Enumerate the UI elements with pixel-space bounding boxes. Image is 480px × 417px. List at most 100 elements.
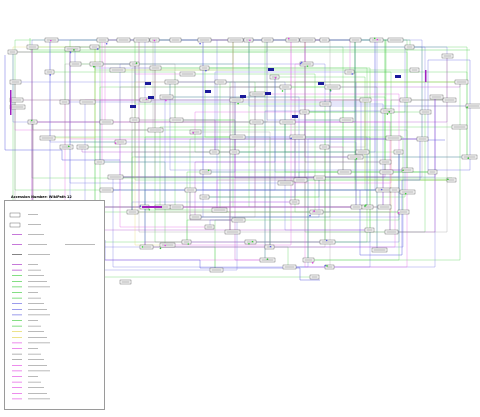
entity-node xyxy=(427,169,438,175)
reaction-edge xyxy=(285,40,356,123)
entity-node xyxy=(69,61,82,67)
arrowhead-markers xyxy=(10,37,470,267)
entity-node xyxy=(244,239,257,245)
connector-dot xyxy=(207,169,210,172)
reaction-edge xyxy=(159,126,457,207)
entity-node xyxy=(319,101,332,107)
entity-node xyxy=(393,149,404,155)
connector-dot xyxy=(145,98,148,101)
reaction-edge xyxy=(205,137,296,198)
connector-dot xyxy=(251,240,254,243)
connector-dot xyxy=(287,37,290,40)
reaction-edge xyxy=(31,47,319,179)
dark-glyph xyxy=(268,68,274,71)
entity-node xyxy=(39,135,56,141)
connector-dot xyxy=(299,62,302,65)
reaction-edge xyxy=(270,246,289,267)
entity-node xyxy=(371,247,388,253)
dark-glyph xyxy=(265,92,271,95)
reaction-edge xyxy=(330,82,461,88)
connector-dot xyxy=(92,65,95,68)
dark-glyph xyxy=(240,95,246,98)
reaction-edge xyxy=(131,156,467,212)
reaction-edge xyxy=(14,82,365,101)
entity-node xyxy=(114,139,127,145)
entity-node xyxy=(89,44,100,50)
reaction-edge xyxy=(390,99,448,138)
reaction-edge xyxy=(175,119,216,152)
entity-node xyxy=(454,79,469,85)
entity-node xyxy=(211,207,228,213)
entity-node xyxy=(279,84,292,90)
reaction-edge xyxy=(95,63,176,120)
entity-node xyxy=(129,117,140,123)
entity-node xyxy=(27,119,38,125)
dark-glyph xyxy=(205,90,211,93)
reaction-edge xyxy=(155,40,250,69)
entity-node xyxy=(442,97,457,103)
connector-dot xyxy=(329,89,332,91)
entity-node xyxy=(9,97,24,103)
reaction-edge xyxy=(119,63,135,142)
connector-dot xyxy=(199,42,201,45)
reaction-edge xyxy=(33,40,268,123)
entity-node xyxy=(229,134,246,140)
connector-dot xyxy=(364,205,366,207)
connector-dot xyxy=(73,49,75,51)
entity-node xyxy=(107,174,124,180)
entity-node xyxy=(309,274,320,280)
entity-node xyxy=(199,194,210,200)
connector-dot xyxy=(187,243,190,245)
entity-node xyxy=(355,149,370,155)
entity-node xyxy=(189,214,202,220)
connector-dot xyxy=(355,158,358,160)
connector-dot xyxy=(205,69,207,72)
reaction-edge xyxy=(406,105,471,170)
reaction-edge xyxy=(264,110,386,260)
reaction-edge xyxy=(189,190,237,221)
entity-node xyxy=(231,217,246,223)
entity-node xyxy=(243,37,254,43)
reaction-edge xyxy=(294,137,403,213)
reaction-edge xyxy=(50,71,176,207)
entity-node xyxy=(229,97,244,103)
connector-dot xyxy=(248,243,250,245)
connector-dot xyxy=(365,204,367,206)
entity-node xyxy=(289,134,306,140)
entity-node xyxy=(94,159,105,165)
entity-node xyxy=(159,242,176,248)
connector-dot xyxy=(324,264,327,267)
reaction-edge xyxy=(283,138,392,184)
reaction-edge xyxy=(250,207,368,243)
entity-node xyxy=(309,209,324,215)
entity-node xyxy=(293,177,308,183)
reaction-edge xyxy=(152,39,355,130)
entity-node xyxy=(109,67,126,73)
entity-node xyxy=(299,37,316,43)
entity-node xyxy=(269,74,280,80)
reaction-edge xyxy=(410,46,448,56)
reaction-edge xyxy=(189,138,422,190)
entity-node xyxy=(249,119,264,125)
entity-node xyxy=(44,69,55,75)
reaction-edge xyxy=(255,93,400,152)
reaction-edge xyxy=(165,96,300,180)
connector-dot xyxy=(135,62,138,64)
connector-dot xyxy=(249,39,251,42)
reaction-edge xyxy=(187,230,371,243)
entity-node xyxy=(197,37,212,43)
reaction-edge xyxy=(381,189,391,232)
entity-node xyxy=(99,119,114,125)
entity-node xyxy=(129,61,140,67)
entity-node xyxy=(59,99,70,105)
entity-node xyxy=(401,167,414,173)
entity-node xyxy=(324,264,335,270)
reaction-edge xyxy=(170,81,357,207)
reaction-edge xyxy=(319,177,453,180)
connector-dot xyxy=(313,210,315,212)
connector-dot xyxy=(165,99,167,102)
reaction-edge xyxy=(154,68,187,243)
entity-node xyxy=(126,209,139,215)
reaction-edge xyxy=(132,211,391,232)
entity-node xyxy=(7,49,18,55)
